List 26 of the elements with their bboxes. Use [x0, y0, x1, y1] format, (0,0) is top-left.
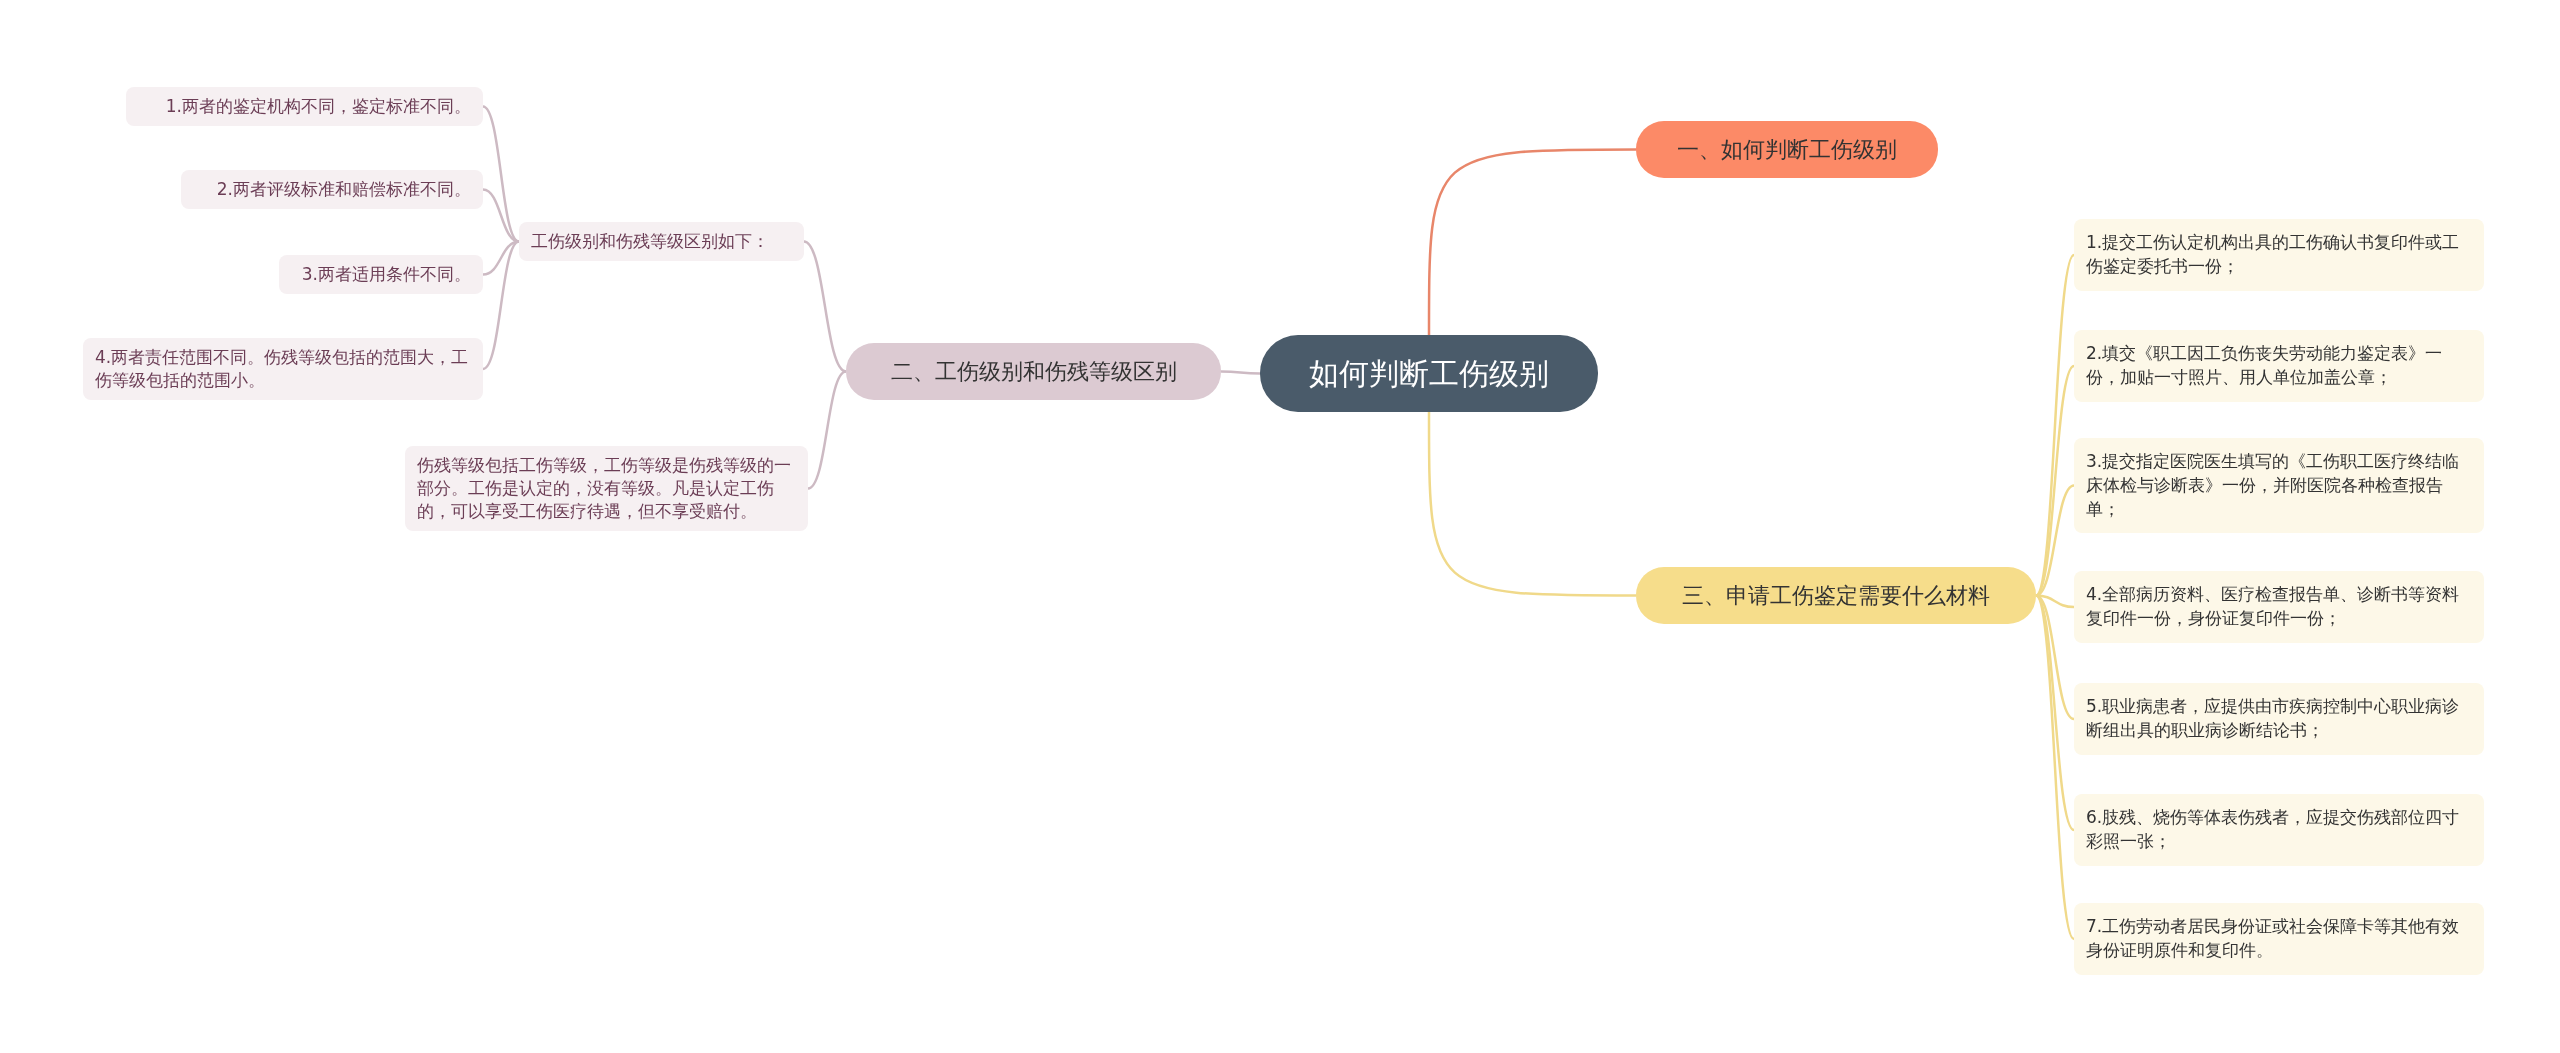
subtopic-card: 4.两者责任范围不同。伤残等级包括的范围大，工伤等级包括的范围小。: [83, 338, 483, 400]
subtopic-card: 3.提交指定医院医生填写的《工伤职工医疗终结临床体检与诊断表》一份，并附医院各种检查报告单；: [2074, 438, 2484, 534]
central-topic: 如何判断工伤级别: [1260, 335, 1598, 412]
subtopic-card: 2.两者评级标准和赔偿标准不同。: [181, 170, 483, 209]
subtopic-card: 1.提交工伤认定机构出具的工伤确认书复印件或工伤鉴定委托书一份；: [2074, 219, 2484, 291]
branch-topic: 一、如何判断工伤级别: [1636, 121, 1938, 178]
connector-line: [803, 240, 847, 373]
subtopic-card: 工伤级别和伤残等级区别如下：: [519, 222, 804, 261]
connector-line: [1221, 370, 1260, 375]
connector-line: [807, 370, 847, 490]
branch-topic: 三、申请工伤鉴定需要什么材料: [1636, 567, 2036, 624]
connector-line: [482, 105, 520, 243]
branch-topic: 二、工伤级别和伤残等级区别: [846, 343, 1221, 400]
connector-line: [2035, 365, 2075, 597]
subtopic-card: 2.填交《职工因工负伤丧失劳动能力鉴定表》一份，加贴一寸照片、用人单位加盖公章；: [2074, 330, 2484, 402]
connector-line: [482, 240, 520, 371]
connector-line: [1427, 412, 1636, 597]
connector-line: [1427, 148, 1636, 335]
subtopic-card: 伤残等级包括工伤等级，工伤等级是伤残等级的一部分。工伤是认定的，没有等级。凡是认定工伤的，可以享受工伤医疗待遇，但不享受赔付。: [405, 446, 808, 531]
subtopic-card: 7.工伤劳动者居民身份证或社会保障卡等其他有效身份证明原件和复印件。: [2074, 903, 2484, 975]
subtopic-card: 6.肢残、烧伤等体表伤残者，应提交伤残部位四寸彩照一张；: [2074, 794, 2484, 866]
connector-line: [2034, 594, 2076, 940]
subtopic-card: 3.两者适用条件不同。: [279, 255, 483, 294]
subtopic-card: 5.职业病患者，应提供由市疾病控制中心职业病诊断组出具的职业病诊断结论书；: [2074, 683, 2484, 755]
subtopic-card: 4.全部病历资料、医疗检查报告单、诊断书等资料复印件一份，身份证复印件一份；: [2074, 571, 2484, 643]
subtopic-card: 1.两者的鉴定机构不同，鉴定标准不同。: [126, 87, 483, 126]
